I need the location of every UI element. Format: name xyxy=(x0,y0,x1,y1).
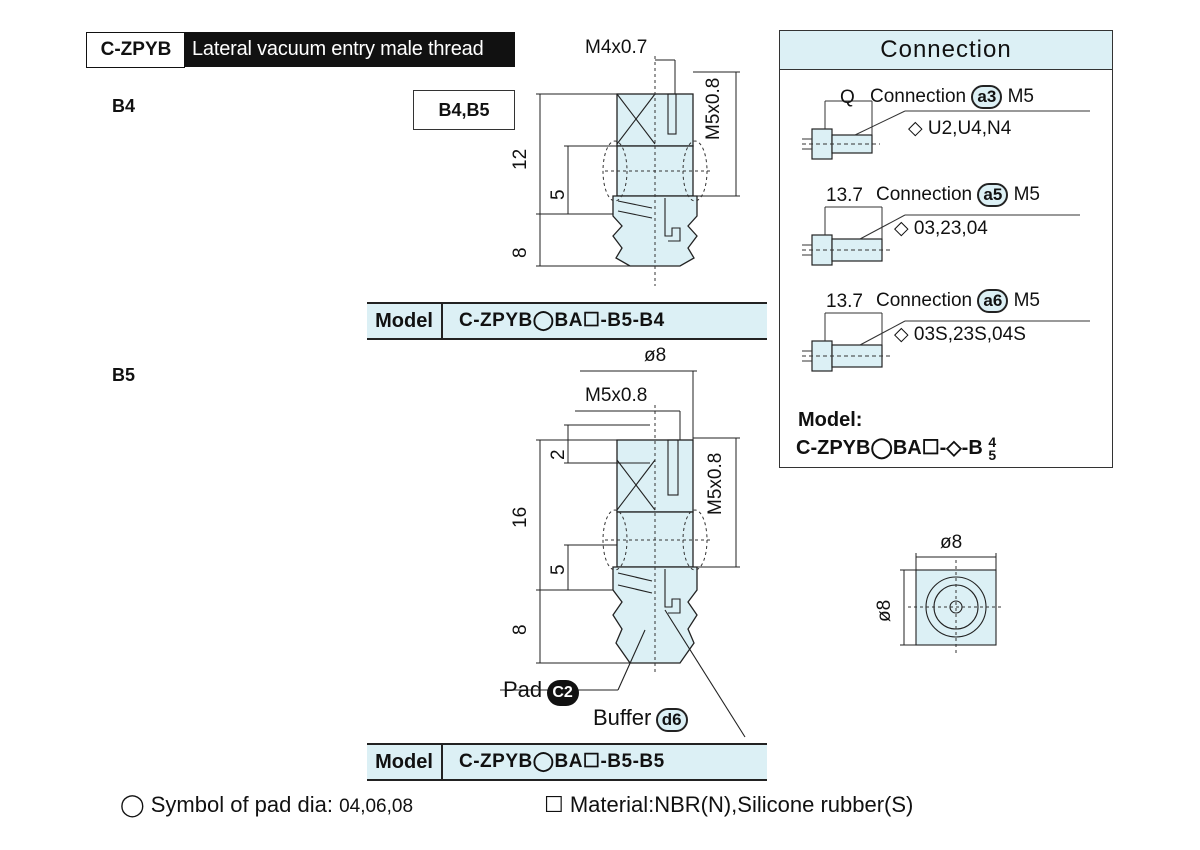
b5-dim-16: 16 xyxy=(510,506,531,528)
conn-item-3-options: ◇ 03S,23S,04S xyxy=(894,324,1026,345)
conn-item-3-badge: a6 xyxy=(977,289,1009,313)
b5-dim-2: 2 xyxy=(548,449,569,460)
legend-material: ☐ Material:NBR(N),Silicone rubber(S) xyxy=(544,792,914,817)
b4-drawing xyxy=(536,56,740,286)
conn-model: C-ZPYB◯BA☐-◇-B 4 5 xyxy=(796,435,996,462)
b5-dim-5: 5 xyxy=(548,564,569,575)
conn-model-fraction: 4 5 xyxy=(988,433,997,463)
b5-thread-top: M5x0.8 xyxy=(585,385,648,406)
conn-item-2-title: Connection a5 M5 xyxy=(876,183,1040,207)
conn-item-3-label: Connection xyxy=(876,290,973,311)
b5-model-value: C-ZPYB◯BA☐-B5-B5 xyxy=(459,751,665,772)
conn-item-3-dim: 13.7 xyxy=(826,291,863,312)
b5-model-bar: Model C-ZPYB◯BA☐-B5-B5 xyxy=(367,743,767,781)
top-view-dia-top: ø8 xyxy=(940,532,963,553)
variant-box: B4,B5 xyxy=(413,90,515,130)
conn-item-1-options: ◇ U2,U4,N4 xyxy=(908,118,1012,139)
series-code: C-ZPYB xyxy=(86,32,185,68)
b4-model-value: C-ZPYB◯BA☐-B5-B4 xyxy=(459,310,665,331)
conn-item-2-options: ◇ 03,23,04 xyxy=(894,218,988,239)
b4-model-bar: Model C-ZPYB◯BA☐-B5-B4 xyxy=(367,302,767,340)
b5-model-label: Model xyxy=(367,745,443,779)
conn-item-1-label: Connection xyxy=(870,86,967,107)
b4-dim-12: 12 xyxy=(510,148,531,170)
legend-pad-symbol: ◯ Symbol of pad dia: xyxy=(120,792,340,817)
b4-model-label: Model xyxy=(367,304,443,338)
b5-dia-top: ø8 xyxy=(644,345,667,366)
buffer-label: Buffer xyxy=(593,705,652,730)
conn-item-2-label: Connection xyxy=(876,184,973,205)
conn-model-sup: 4 xyxy=(988,433,997,450)
connection-panel: Connection xyxy=(779,30,1113,468)
b5-drawing xyxy=(500,370,746,738)
top-view-drawing xyxy=(900,553,1004,653)
pad-badge: C2 xyxy=(546,680,579,706)
b4-dim-8: 8 xyxy=(510,247,531,258)
conn-item-2-badge: a5 xyxy=(977,183,1009,207)
conn-item-1-badge: a3 xyxy=(971,85,1003,109)
b5-thread-side: M5x0.8 xyxy=(705,452,726,515)
pad-callout: Pad C2 xyxy=(503,677,579,706)
conn-item-3-thread: M5 xyxy=(1013,290,1041,311)
buffer-callout: Buffer d6 xyxy=(593,705,688,732)
conn-item-3-title: Connection a6 M5 xyxy=(876,289,1040,313)
b4-thread-top: M4x0.7 xyxy=(585,37,648,58)
conn-item-1-title: Connection a3 M5 xyxy=(870,85,1034,109)
conn-model-label: Model: xyxy=(798,409,863,431)
connection-header: Connection xyxy=(780,31,1112,70)
conn-item-2-dim: 13.7 xyxy=(826,185,863,206)
conn-model-value: C-ZPYB◯BA☐-◇-B xyxy=(796,437,983,459)
connection-drawings xyxy=(802,100,1090,372)
legend-pad-dia: ◯ Symbol of pad dia: 04,06,08 xyxy=(120,792,413,818)
top-view-dia-side: ø8 xyxy=(874,599,895,622)
conn-item-2-thread: M5 xyxy=(1013,184,1041,205)
buffer-badge: d6 xyxy=(655,708,688,732)
section-b5-label: B5 xyxy=(112,365,136,385)
conn-model-sub: 5 xyxy=(988,446,997,463)
pad-label: Pad xyxy=(503,677,543,702)
series-description: Lateral vacuum entry male thread xyxy=(184,32,515,67)
conn-item-1-thread: M5 xyxy=(1007,86,1035,107)
conn-item-1-dim: Q xyxy=(840,87,855,108)
b5-dim-8: 8 xyxy=(510,624,531,635)
b4-dim-5: 5 xyxy=(548,189,569,200)
section-b4-label: B4 xyxy=(112,96,136,116)
legend-pad-values: 04,06,08 xyxy=(339,796,414,817)
b4-thread-side: M5x0.8 xyxy=(703,77,724,140)
